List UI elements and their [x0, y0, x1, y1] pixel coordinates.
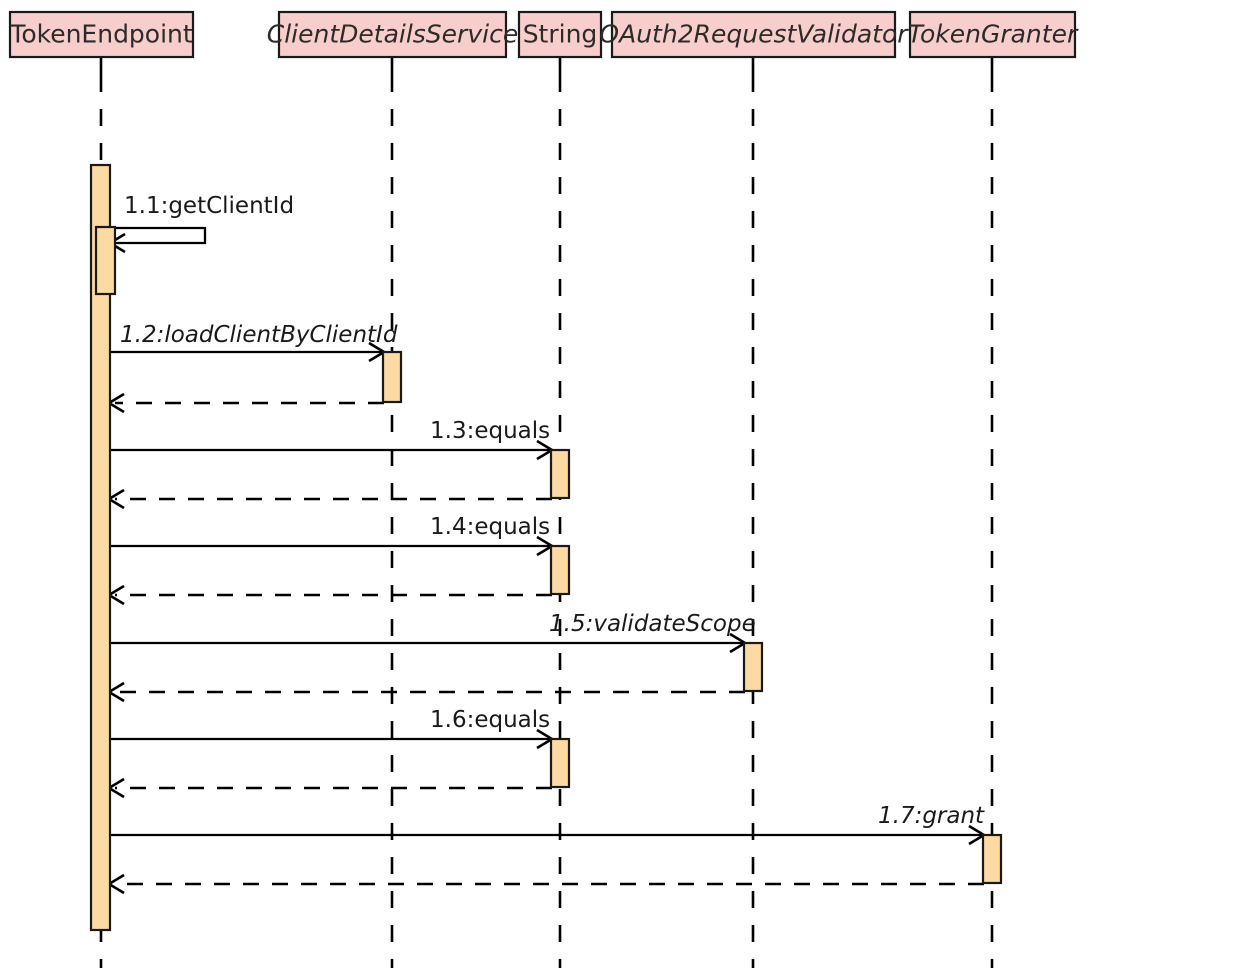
activation-string-3 [549, 737, 571, 789]
message-label-msg-1-1: 1.1:getClientId [124, 193, 294, 219]
participant-oauth2-request-validator[interactable]: OAuth2RequestValidator [599, 10, 909, 59]
activation-client-details-service [381, 350, 403, 404]
participant-token-endpoint[interactable]: TokenEndpoint [8, 10, 195, 59]
message-msg-1-3 [106, 439, 555, 510]
participant-client-details-service[interactable]: ClientDetailsService [267, 10, 518, 59]
participant-token-granter[interactable]: TokenGranter [908, 10, 1079, 59]
message-label-msg-1-5: 1.5:validateScope [549, 611, 756, 637]
message-msg-1-5 [106, 632, 748, 703]
activations-layer [89, 163, 1003, 932]
activation-token-endpoint-main [89, 163, 112, 932]
activation-oauth2-request-validator [742, 641, 764, 693]
message-label-msg-1-6: 1.6:equals [430, 707, 550, 733]
arrowhead-return-msg-1-7 [106, 873, 125, 895]
participant-box-oauth2-request-validator[interactable] [610, 10, 897, 59]
self-call-path-msg-1-1 [110, 226, 207, 245]
labels-layer: 1.1:getClientId 1.2:loadClientByClientId 1… [120, 193, 985, 829]
message-msg-1-2 [106, 341, 387, 414]
messages-layer [106, 226, 987, 895]
participant-label-oauth2-request-validator: OAuth2RequestValidator [599, 20, 909, 49]
activation-string-2 [549, 544, 571, 596]
message-label-msg-1-4: 1.4:equals [430, 514, 550, 540]
activation-token-endpoint-self [94, 225, 117, 296]
participant-label-token-endpoint: TokenEndpoint [9, 20, 193, 49]
message-label-msg-1-7: 1.7:grant [878, 803, 985, 829]
message-msg-1-1 [107, 226, 207, 254]
message-msg-1-6 [106, 728, 555, 799]
participant-box-string[interactable] [517, 10, 603, 59]
participant-box-client-details-service[interactable] [277, 10, 508, 59]
message-msg-1-7 [106, 824, 987, 895]
participant-string[interactable]: String [517, 10, 603, 59]
participant-box-token-endpoint[interactable] [8, 10, 195, 59]
activation-string-1 [549, 448, 571, 500]
activation-token-granter [981, 833, 1003, 885]
participant-box-token-granter[interactable] [908, 10, 1077, 59]
message-label-msg-1-3: 1.3:equals [430, 418, 550, 444]
participant-label-token-granter: TokenGranter [908, 20, 1079, 49]
participant-label-client-details-service: ClientDetailsService [267, 20, 518, 49]
participant-label-string: String [523, 20, 598, 49]
message-label-msg-1-2: 1.2:loadClientByClientId [120, 322, 398, 348]
message-msg-1-4 [106, 535, 555, 606]
